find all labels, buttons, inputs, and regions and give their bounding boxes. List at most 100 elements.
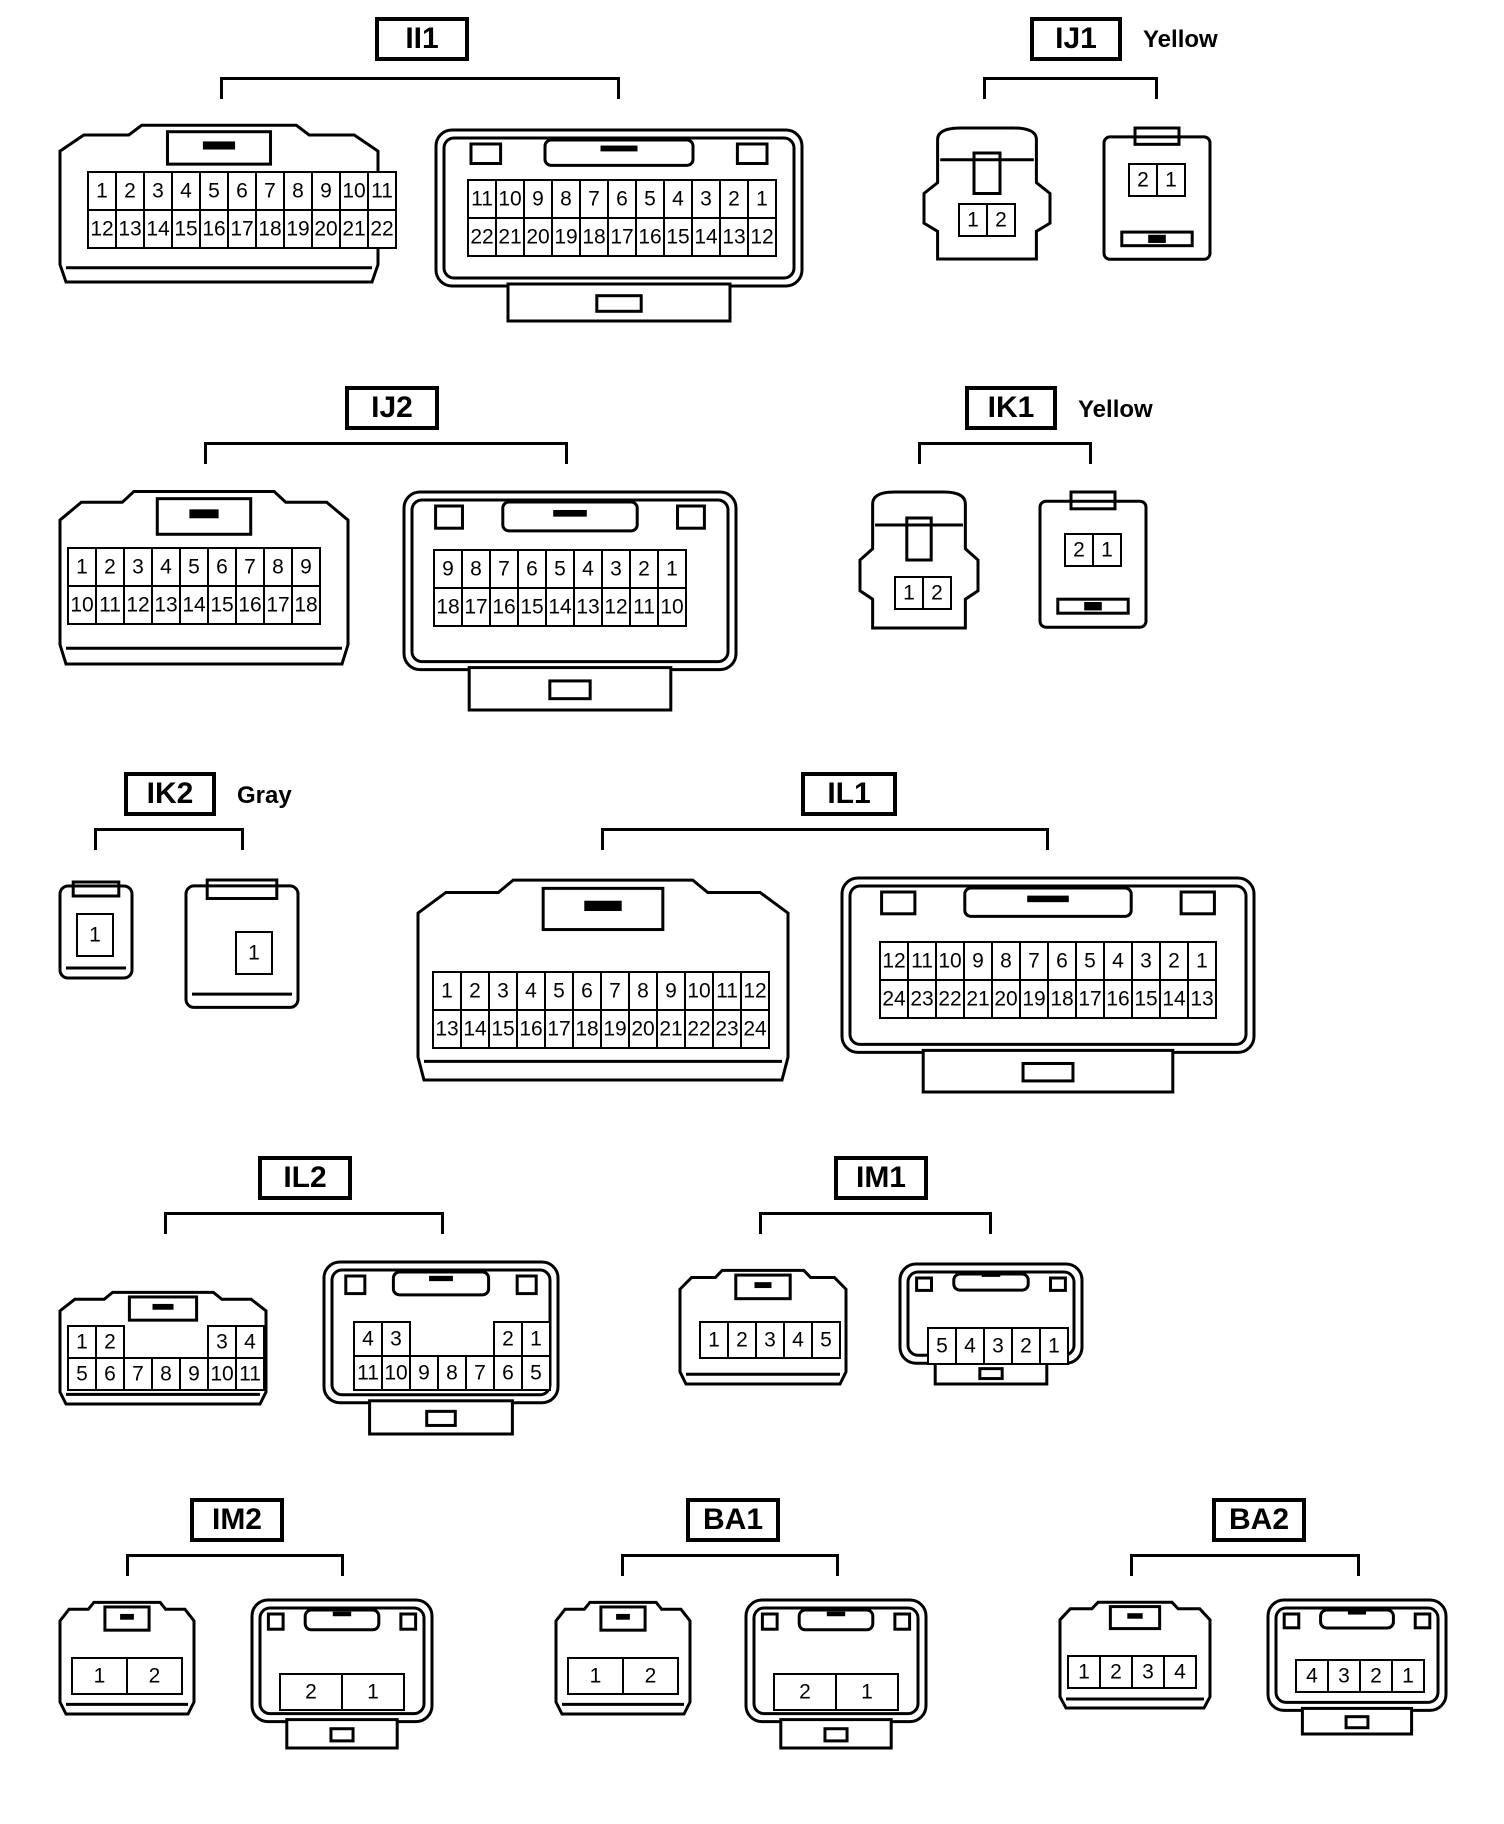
pin-number: 10 <box>342 180 365 203</box>
pin-cell-box <box>986 203 1016 237</box>
pin-cell-box <box>747 217 777 257</box>
connector-label: IK2 <box>124 772 216 816</box>
pin-cell: 13 <box>573 587 603 627</box>
pin-cell-box <box>523 217 553 257</box>
pin-cell: 1 <box>567 1657 624 1695</box>
pin-number: 4 <box>525 980 537 1003</box>
pin-number: 18 <box>436 596 459 619</box>
pin-number: 8 <box>446 1362 458 1385</box>
pin-cell: 1 <box>747 179 777 219</box>
latch <box>425 1409 457 1427</box>
pin-number: 5 <box>553 980 565 1003</box>
pin-cell-box <box>1391 1659 1425 1693</box>
pin-number: 6 <box>216 556 228 579</box>
pin-number: 15 <box>1134 988 1157 1011</box>
lock-tab <box>501 500 639 533</box>
pin-number: 11 <box>239 1363 261 1386</box>
pin-cell: 18 <box>255 209 285 249</box>
pin-cell: 2 <box>493 1321 523 1357</box>
pin-cell: 17 <box>607 217 637 257</box>
pin-cell: 9 <box>963 941 993 981</box>
pin-cell: 4 <box>235 1325 265 1359</box>
pin-number: 8 <box>292 180 304 203</box>
pin-cell-box <box>95 585 125 625</box>
pin-cell: 22 <box>367 209 397 249</box>
pin-cell-box <box>95 1325 125 1359</box>
pin-cell: 5 <box>635 179 665 219</box>
pin-number: 21 <box>498 226 521 249</box>
pin-cell: 24 <box>740 1009 770 1049</box>
pin-cell: 3 <box>381 1321 411 1357</box>
pin-cell: 11 <box>95 585 125 625</box>
lock-tab <box>599 1605 647 1632</box>
pin-cell-box <box>143 171 173 211</box>
pin-cell: 8 <box>461 549 491 589</box>
pin-number: 11 <box>471 188 493 211</box>
pin-cell: 10 <box>67 585 97 625</box>
pin-number: 1 <box>96 180 108 203</box>
latch <box>548 679 592 701</box>
pin-cell-box <box>1092 533 1122 567</box>
pin-cell: 12 <box>601 587 631 627</box>
pin-cell: 18 <box>1047 979 1077 1019</box>
pin-cell: 3 <box>691 179 721 219</box>
pin-number: 2 <box>638 558 650 581</box>
pin-number: 1 <box>1165 169 1177 192</box>
latch-housing <box>467 666 673 712</box>
connector-bracket <box>918 442 1092 464</box>
pin-cell-box <box>811 1321 841 1359</box>
pin-number: 10 <box>660 596 683 619</box>
pin-number: 4 <box>1112 950 1124 973</box>
pin-number: 3 <box>700 188 712 211</box>
pin-cell: 10 <box>657 587 687 627</box>
pin-number: 1 <box>756 188 768 211</box>
connector-label: IJ2 <box>345 386 439 430</box>
pin-cell: 3 <box>488 971 518 1011</box>
latch <box>978 1367 1004 1381</box>
latch-housing <box>506 282 732 323</box>
pin-cell-box <box>1099 1655 1133 1689</box>
pin-number: 5 <box>188 556 200 579</box>
pin-cell: 18 <box>433 587 463 627</box>
pin-number: 4 <box>582 558 594 581</box>
pin-cell: 19 <box>600 1009 630 1049</box>
pin-number: 8 <box>1000 950 1012 973</box>
pin-cell: 5 <box>179 547 209 587</box>
pin-cell: 6 <box>227 171 257 211</box>
lock-tab <box>303 1608 381 1632</box>
pin-number: 5 <box>530 1362 542 1385</box>
lock-tab <box>541 886 665 932</box>
pin-cell-box <box>367 209 397 249</box>
pin-cell-box <box>579 217 609 257</box>
pin-cell: 6 <box>95 1357 125 1391</box>
pin-number: 14 <box>463 1018 487 1041</box>
pin-cell: 13 <box>115 209 145 249</box>
pin-number: 6 <box>236 180 248 203</box>
pin-cell-box <box>1187 979 1217 1019</box>
pin-cell-box <box>207 1357 237 1391</box>
pin-cell-box <box>207 547 237 587</box>
pin-number: 1 <box>590 1665 602 1688</box>
pin-cell: 7 <box>235 547 265 587</box>
pin-number: 4 <box>1174 1661 1186 1684</box>
pin-number: 9 <box>300 556 312 579</box>
pin-number: 2 <box>1168 950 1180 973</box>
pin-number: 5 <box>936 1335 948 1358</box>
pin-cell: 14 <box>179 585 209 625</box>
pin-cell-box <box>935 979 965 1019</box>
pin-cell: 14 <box>691 217 721 257</box>
pin-number: 10 <box>384 1362 407 1385</box>
pin-cell: 2 <box>1011 1327 1041 1365</box>
pin-cell: 3 <box>1131 1655 1165 1689</box>
pin-cell-box <box>740 971 770 1011</box>
pin-cell: 4 <box>573 549 603 589</box>
pin-number: 14 <box>1162 988 1186 1011</box>
pin-cell: 11 <box>367 171 397 211</box>
pin-number: 2 <box>1370 1665 1382 1688</box>
lock-tab <box>103 1605 151 1632</box>
connector-label: IM2 <box>190 1498 284 1542</box>
